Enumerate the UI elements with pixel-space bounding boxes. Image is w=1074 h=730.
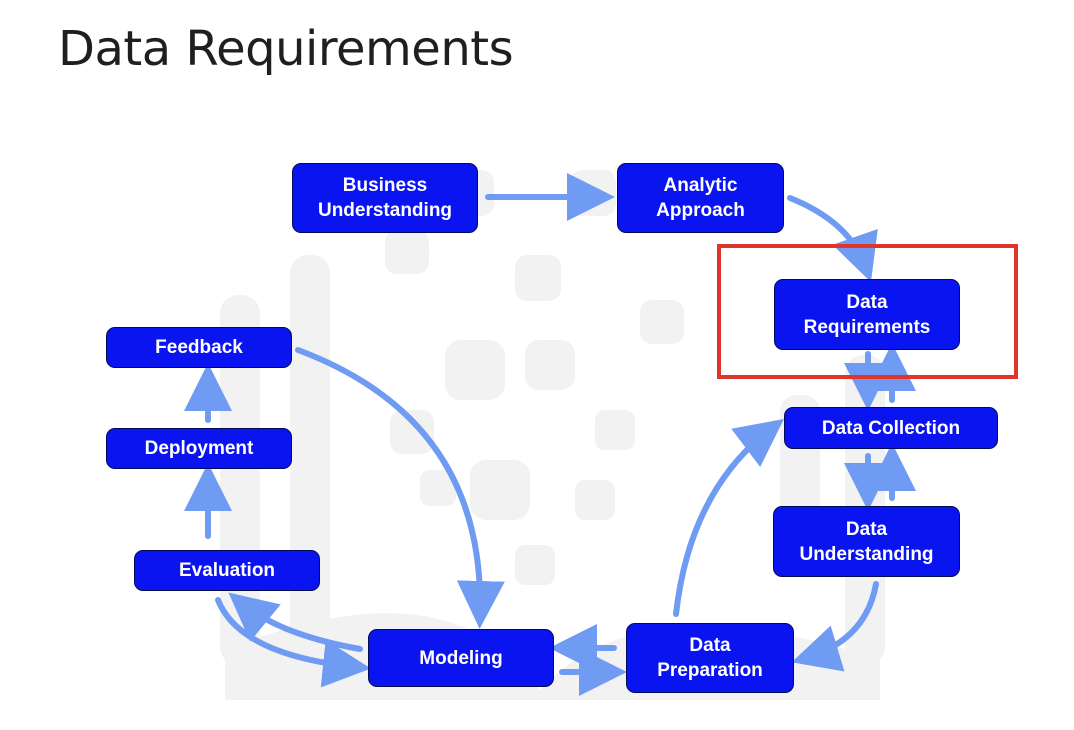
arrow-feedback-to-modeling xyxy=(295,347,505,629)
arrow-understanding-to-preparation xyxy=(791,581,879,672)
page-title: Data Requirements xyxy=(58,21,514,77)
node-label: Evaluation xyxy=(178,560,276,581)
node-feedback: Feedback xyxy=(106,327,292,368)
node-label: Analytic Approach xyxy=(656,175,745,221)
node-data-collection: Data Collection xyxy=(784,407,998,449)
node-modeling: Modeling xyxy=(368,629,554,687)
node-label: Business Understanding xyxy=(317,175,453,221)
node-label: Data Collection xyxy=(821,417,961,439)
node-data-understanding: Data Understanding xyxy=(773,506,960,577)
arrow-analytic-to-requirements xyxy=(787,195,878,283)
node-label: Modeling xyxy=(419,647,503,669)
node-label: Data Preparation xyxy=(657,635,763,681)
arrow-preparation-to-collection xyxy=(673,418,784,617)
node-label: Deployment xyxy=(144,438,254,459)
node-data-requirements: Data Requirements xyxy=(774,279,960,350)
node-deployment: Deployment xyxy=(106,428,292,469)
node-evaluation: Evaluation xyxy=(134,550,320,591)
node-label: Data Requirements xyxy=(803,291,931,338)
highlight-box-data-requirements xyxy=(717,244,1018,379)
node-business-understanding: Business Understanding xyxy=(292,163,478,233)
flow-arrows xyxy=(184,173,916,696)
node-analytic-approach: Analytic Approach xyxy=(617,163,784,233)
node-data-preparation: Data Preparation xyxy=(626,623,794,693)
arrow-evaluation-to-modeling xyxy=(215,597,371,688)
node-label: Data Understanding xyxy=(799,518,934,565)
node-label: Feedback xyxy=(155,337,243,358)
